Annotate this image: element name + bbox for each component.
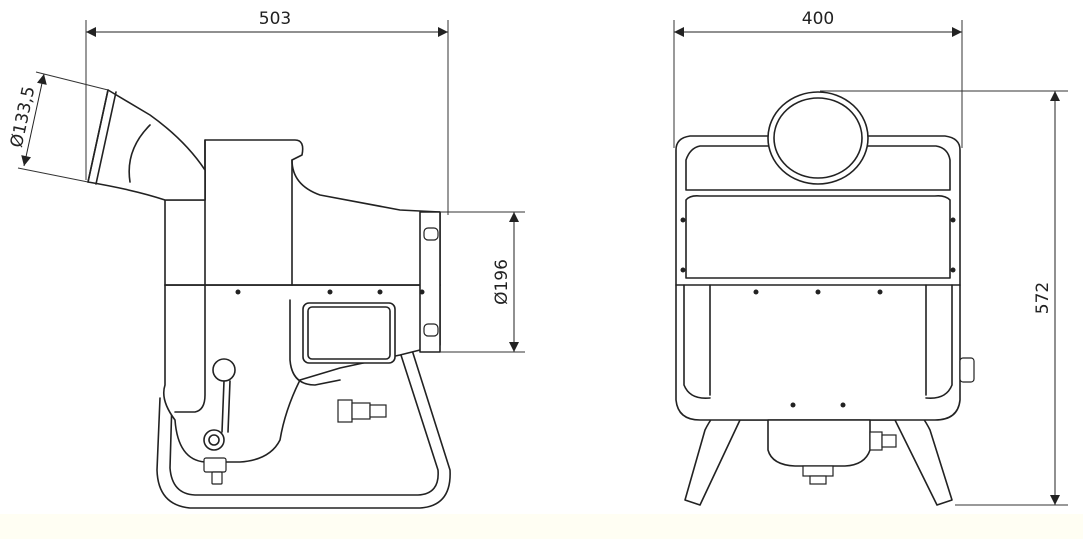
side-valve-core (208, 434, 220, 446)
side-hose (221, 380, 231, 433)
front-bolt-5 (753, 289, 759, 295)
side-inlet-rim (87, 89, 109, 183)
side-inlet-elbow (87, 89, 206, 201)
front-drain-tip (809, 475, 827, 485)
front-leg-left (684, 406, 741, 506)
dim-400-label: 400 (802, 9, 834, 29)
dim-133-line (21, 73, 47, 167)
dim-196-label: Ø196 (492, 259, 512, 305)
front-bolt-2 (680, 267, 686, 273)
front-bolt-4 (950, 267, 956, 273)
side-bolt-3 (377, 289, 383, 295)
dim-503-label: 503 (259, 9, 291, 29)
front-bolt-1 (680, 217, 686, 223)
front-bolt-3 (950, 217, 956, 223)
front-inner-panel (685, 195, 951, 279)
side-drain-plug (203, 457, 227, 473)
side-tank-recess-2 (289, 299, 341, 386)
side-fuel-cap (212, 358, 236, 382)
side-bolt-1 (235, 289, 241, 295)
side-frame-tube-inner (169, 351, 439, 496)
front-upper-curve (685, 145, 951, 191)
front-drain-plug (802, 465, 834, 477)
side-connector-tip (369, 404, 387, 418)
front-bolt-8 (790, 402, 796, 408)
side-connector-mid (351, 402, 371, 420)
side-frame-tube (156, 349, 451, 509)
side-tank-recess (174, 284, 206, 413)
front-bolt-9 (840, 402, 846, 408)
front-bolt-6 (815, 289, 821, 295)
dim-133-ext-top (35, 71, 109, 91)
side-bolt-2 (327, 289, 333, 295)
front-inlet-ring-inner (773, 97, 863, 179)
front-view (675, 91, 975, 506)
bottom-strip (0, 514, 1083, 539)
side-flange-clip-top (423, 227, 439, 241)
side-valve (203, 429, 225, 451)
front-side-knob (959, 357, 975, 383)
front-bolt-7 (877, 289, 883, 295)
dimension-lines (17, 20, 1068, 506)
side-connector-base (337, 399, 353, 423)
side-upper-housing (164, 139, 441, 286)
front-connector-tip (881, 434, 897, 448)
side-flange-clip-bottom (423, 323, 439, 337)
side-drain-tip (211, 471, 223, 485)
dim-572-label: 572 (1033, 282, 1053, 314)
front-inlet-ring (767, 91, 869, 185)
front-lower-tank (767, 419, 871, 467)
front-side-tube-left (683, 284, 711, 400)
side-control-box-inner (307, 306, 391, 360)
side-inlet-bend (128, 124, 151, 183)
front-leg-right (894, 406, 953, 506)
side-view (87, 89, 451, 509)
side-bolt-4 (419, 289, 425, 295)
front-connector-base (869, 431, 883, 451)
front-side-tube-right (925, 284, 953, 400)
side-inlet-rim-2 (95, 91, 117, 185)
dim-133-ext-bottom (17, 167, 89, 183)
side-control-box (302, 302, 396, 364)
